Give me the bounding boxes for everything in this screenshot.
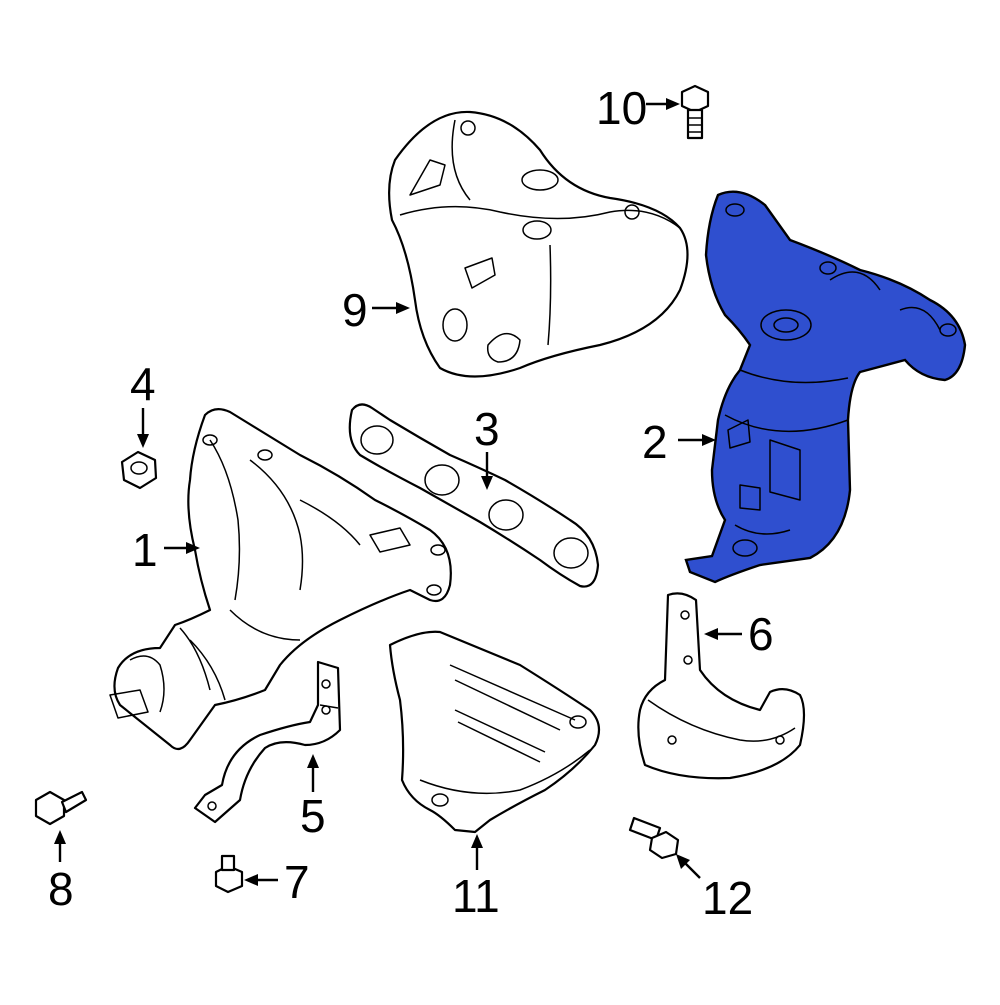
part-3-gasket[interactable] [348, 403, 600, 588]
part-12-bolt[interactable] [628, 816, 680, 860]
callout-2: 2 [642, 416, 716, 468]
callout-7: 7 [244, 856, 310, 908]
part-7-bolt[interactable] [214, 854, 244, 894]
part-9-heat-shield[interactable] [388, 110, 689, 378]
callout-4: 4 [130, 358, 156, 448]
svg-text:10: 10 [596, 82, 647, 134]
callout-10: 10 [596, 82, 680, 134]
callout-9: 9 [342, 284, 410, 336]
callout-6: 6 [704, 608, 774, 660]
svg-text:2: 2 [642, 416, 668, 468]
part-5-bracket[interactable] [193, 660, 342, 824]
callout-5: 5 [300, 754, 326, 842]
svg-text:5: 5 [300, 790, 326, 842]
callouts: 1 2 3 4 5 6 7 [48, 82, 774, 924]
svg-text:4: 4 [130, 358, 156, 410]
callout-12: 12 [676, 854, 753, 924]
callout-11: 11 [452, 834, 500, 922]
callout-3: 3 [474, 403, 500, 490]
part-11-lower-heat-shield[interactable] [388, 630, 601, 834]
svg-text:7: 7 [284, 856, 310, 908]
svg-text:6: 6 [748, 608, 774, 660]
svg-text:1: 1 [132, 524, 158, 576]
part-1-exhaust-manifold[interactable] [109, 408, 452, 751]
svg-text:3: 3 [474, 403, 500, 455]
svg-text:11: 11 [452, 870, 500, 922]
svg-text:12: 12 [702, 872, 753, 924]
part-10-bolt[interactable] [680, 84, 710, 140]
svg-text:9: 9 [342, 284, 368, 336]
callout-8: 8 [48, 830, 74, 915]
svg-text:8: 8 [48, 863, 74, 915]
part-6-bracket[interactable] [637, 592, 806, 780]
part-4-nut[interactable] [120, 450, 158, 490]
callout-1: 1 [132, 524, 200, 576]
part-8-bolt[interactable] [34, 790, 88, 826]
part-2-catalytic-converter[interactable] [684, 190, 967, 584]
